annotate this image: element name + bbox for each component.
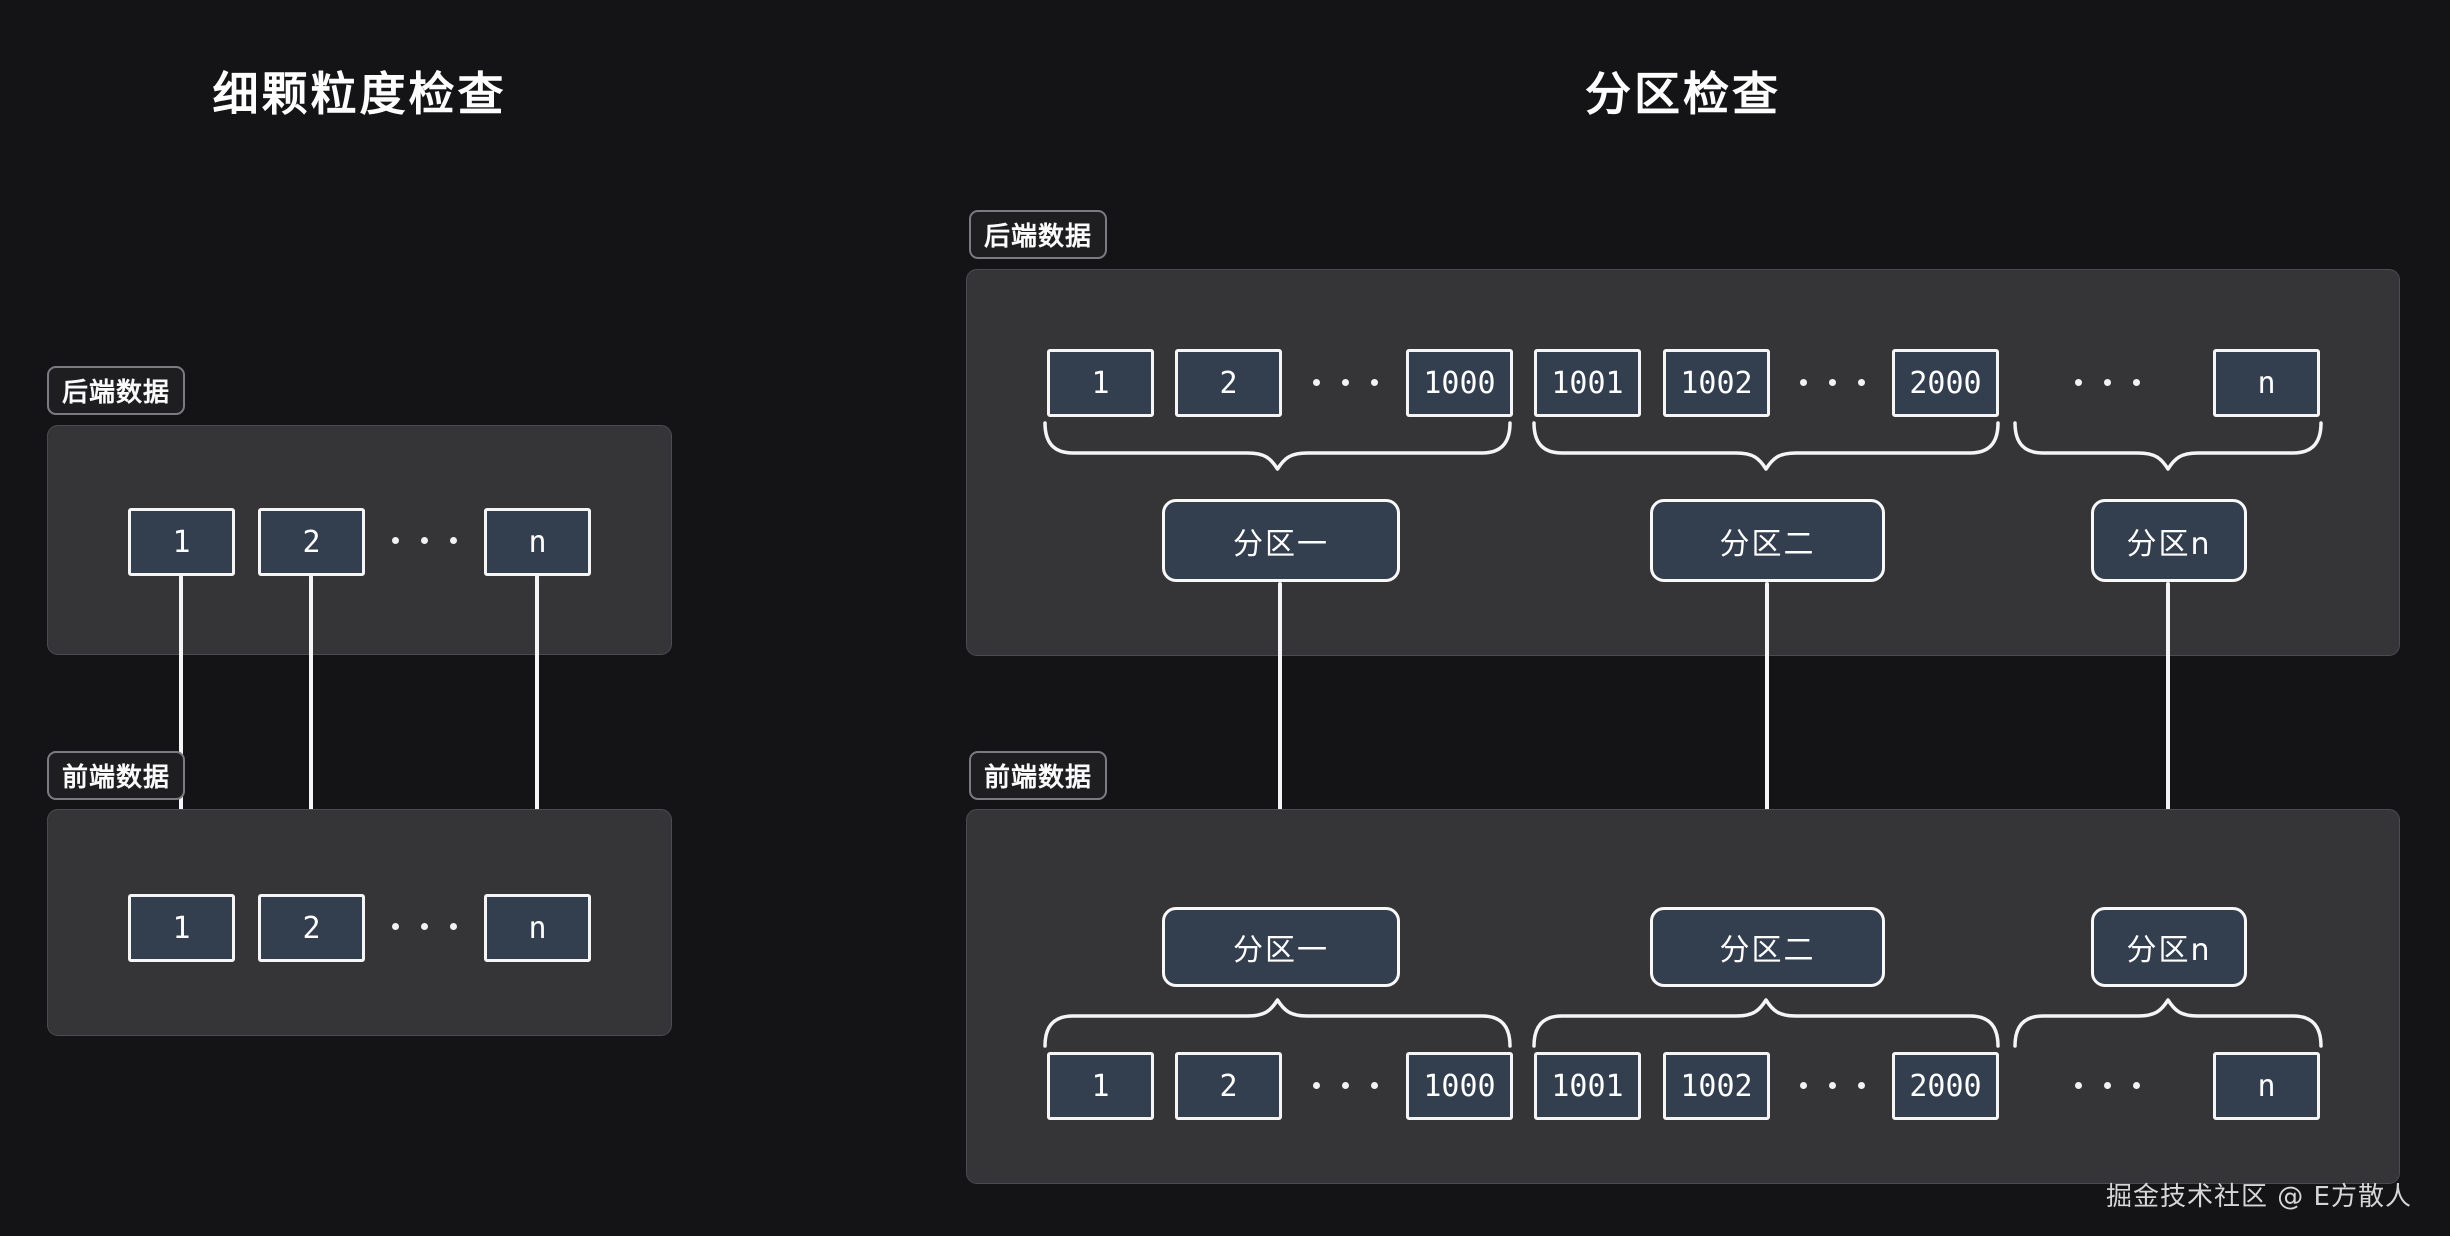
connector-line bbox=[1278, 582, 1282, 908]
ellipsis-dots bbox=[392, 537, 457, 544]
connector-line bbox=[179, 575, 183, 894]
partition-box: 分区n bbox=[2091, 499, 2247, 582]
left-backend-data-badge: 后端数据 bbox=[47, 366, 186, 415]
partition-box: 分区二 bbox=[1650, 499, 1885, 582]
ellipsis-dots bbox=[392, 923, 457, 930]
data-cell: 1002 bbox=[1663, 1052, 1770, 1120]
right-frontend-panel bbox=[966, 809, 2400, 1184]
right-backend-data-badge: 后端数据 bbox=[969, 210, 1108, 259]
data-cell: 2 bbox=[258, 894, 365, 962]
ellipsis-dots bbox=[2075, 379, 2140, 386]
data-cell: 1001 bbox=[1534, 1052, 1641, 1120]
data-cell: 1 bbox=[1047, 1052, 1154, 1120]
ellipsis-dots bbox=[1313, 379, 1378, 386]
left-frontend-data-badge: 前端数据 bbox=[47, 751, 186, 800]
curly-brace bbox=[2013, 998, 2323, 1048]
curly-brace bbox=[2013, 421, 2323, 471]
right-frontend-data-badge: 前端数据 bbox=[969, 751, 1108, 800]
ellipsis-dots bbox=[1800, 1082, 1865, 1089]
ellipsis-dots bbox=[1313, 1082, 1378, 1089]
data-cell: n bbox=[2213, 349, 2320, 417]
data-cell: 1 bbox=[1047, 349, 1154, 417]
watermark-text: 掘金技术社区 @ E方散人 bbox=[2106, 1182, 2412, 1212]
data-cell: 1 bbox=[128, 508, 235, 576]
curly-brace bbox=[1043, 998, 1512, 1048]
connector-line bbox=[1765, 582, 1769, 908]
partition-box: 分区n bbox=[2091, 907, 2247, 987]
ellipsis-dots bbox=[1800, 379, 1865, 386]
data-cell: 2 bbox=[1175, 1052, 1282, 1120]
curly-brace bbox=[1532, 421, 2000, 471]
data-cell: 2000 bbox=[1892, 1052, 1999, 1120]
data-cell: 2 bbox=[1175, 349, 1282, 417]
connector-line bbox=[2166, 582, 2170, 908]
curly-brace bbox=[1532, 998, 2000, 1048]
data-cell: 1 bbox=[128, 894, 235, 962]
data-cell: 2000 bbox=[1892, 349, 1999, 417]
ellipsis-dots bbox=[2075, 1082, 2140, 1089]
left-diagram-title: 细颗粒度检查 bbox=[212, 67, 507, 121]
data-cell: 1000 bbox=[1406, 1052, 1513, 1120]
curly-brace bbox=[1043, 421, 1512, 471]
data-cell: 2 bbox=[258, 508, 365, 576]
data-cell: 1002 bbox=[1663, 349, 1770, 417]
data-cell: n bbox=[484, 894, 591, 962]
right-diagram-title: 分区检查 bbox=[1585, 67, 1781, 121]
partition-box: 分区一 bbox=[1162, 499, 1400, 582]
connector-line bbox=[309, 575, 313, 894]
partition-box: 分区二 bbox=[1650, 907, 1885, 987]
data-cell: n bbox=[2213, 1052, 2320, 1120]
data-cell: n bbox=[484, 508, 591, 576]
connector-line bbox=[535, 575, 539, 894]
partition-box: 分区一 bbox=[1162, 907, 1400, 987]
data-cell: 1001 bbox=[1534, 349, 1641, 417]
data-cell: 1000 bbox=[1406, 349, 1513, 417]
